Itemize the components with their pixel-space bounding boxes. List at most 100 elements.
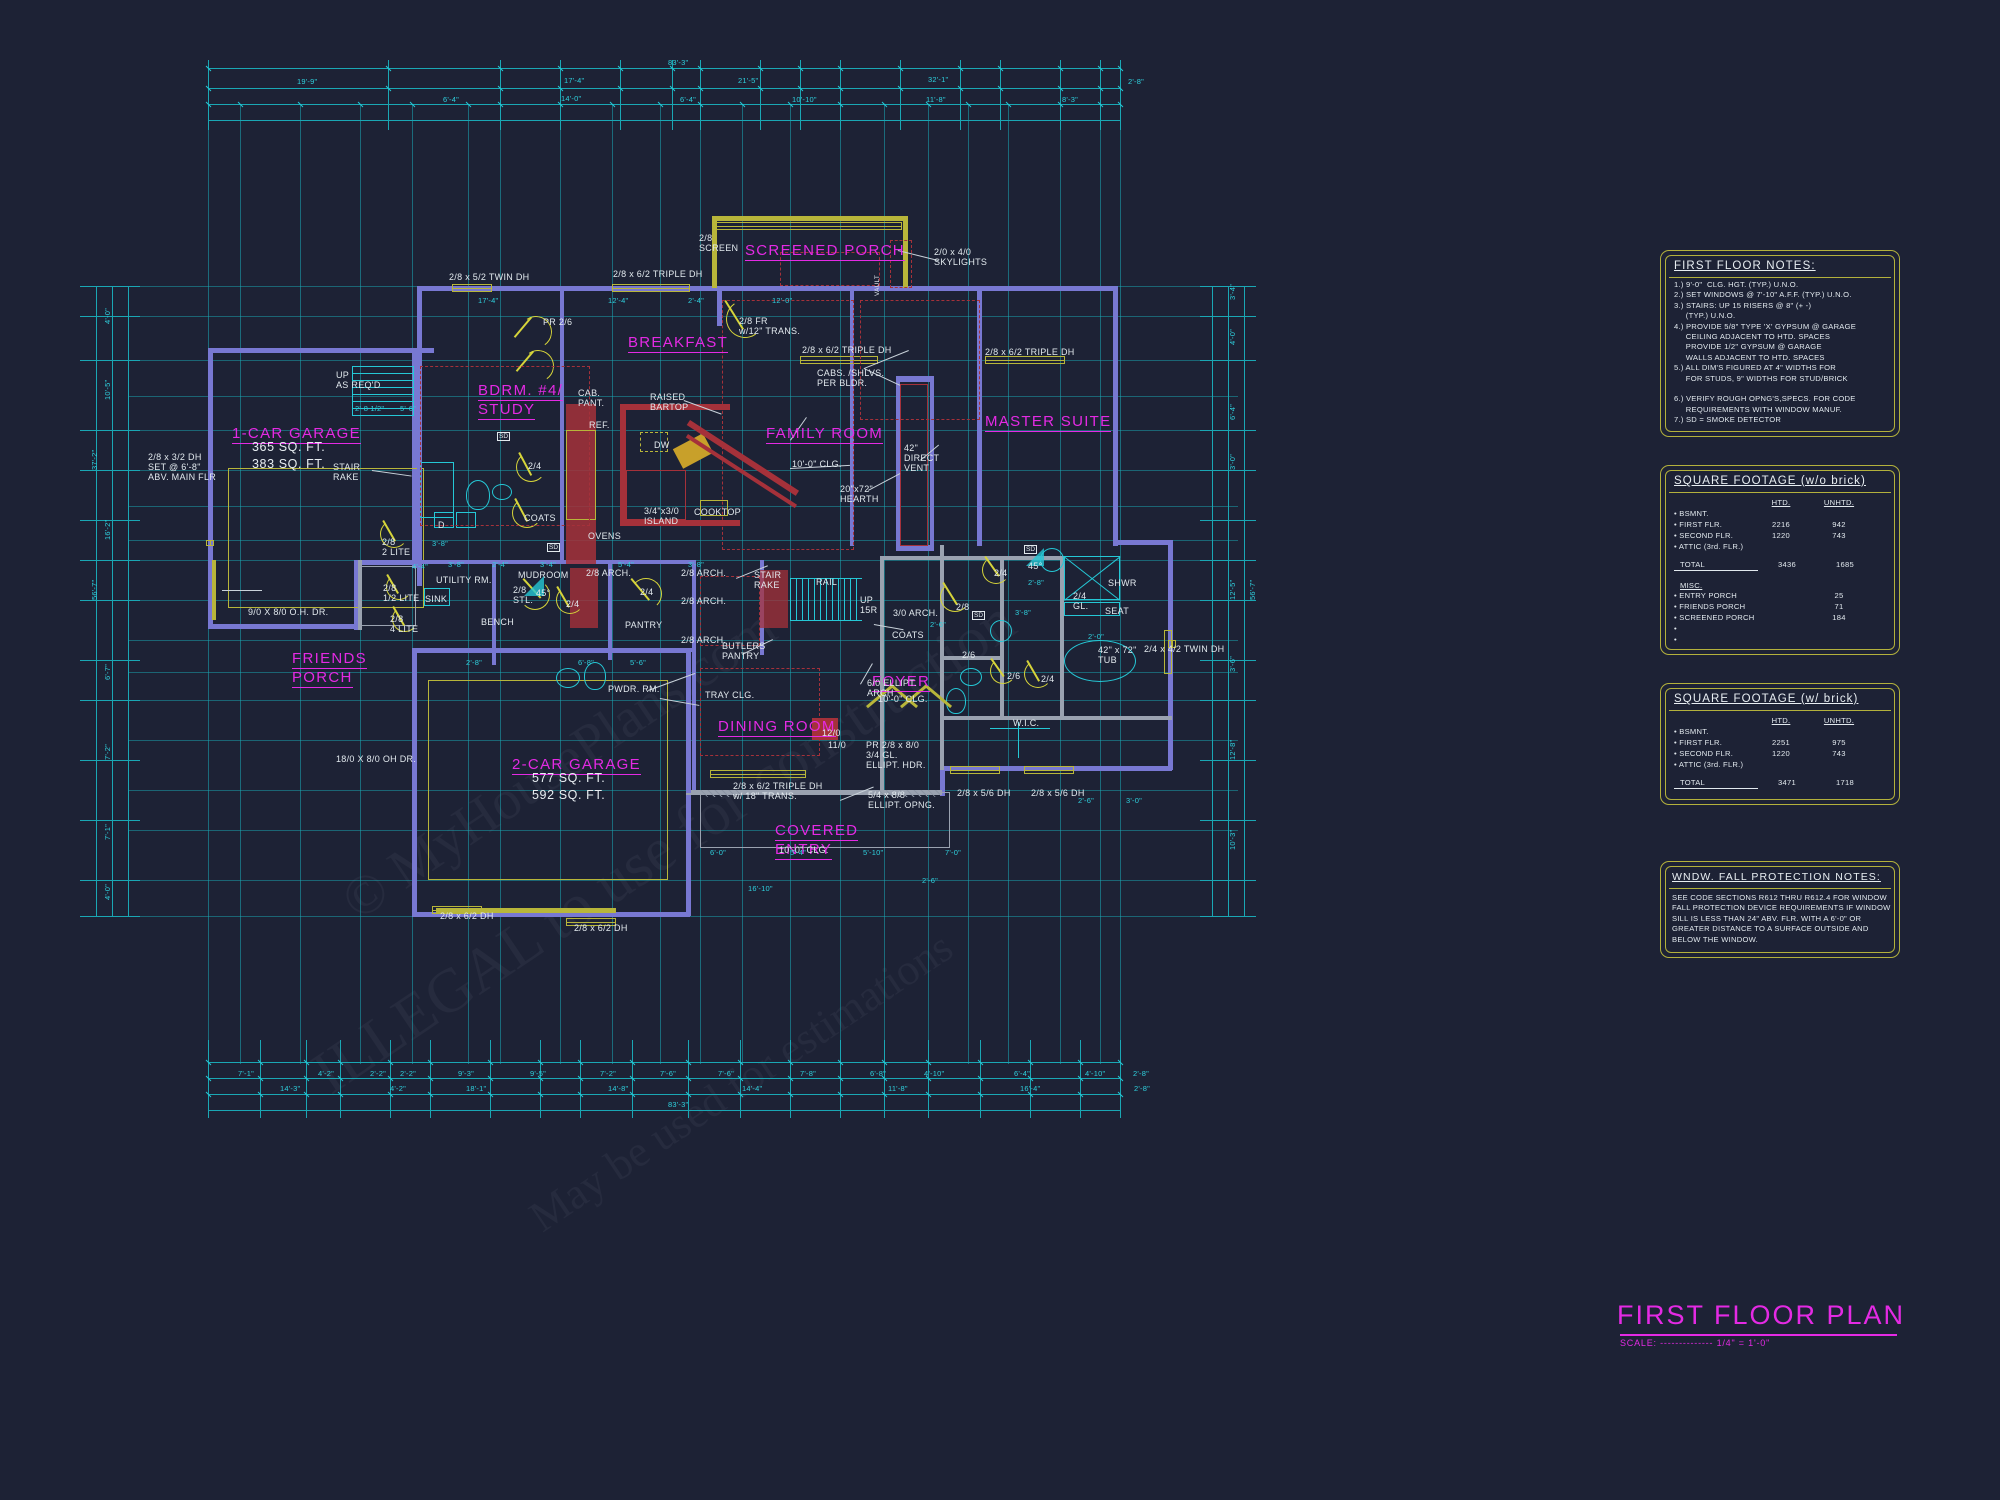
refrigerator: [566, 430, 596, 520]
stair-tread: [850, 578, 851, 620]
window-mullion: [710, 774, 806, 775]
dim-label-top: 6'-4": [443, 95, 459, 104]
window-mullion: [1024, 770, 1074, 771]
annotation-0: 2/8 ARCH.: [681, 596, 727, 606]
corner-45-a: [524, 576, 544, 596]
ext-line-v: [760, 60, 761, 130]
annotation-1: 4 LITE: [390, 624, 419, 634]
annotation-0: D: [438, 520, 445, 530]
ext-line-long: [468, 104, 469, 1064]
ext-line-v: [900, 60, 901, 130]
wall-hall-h: [944, 656, 1004, 660]
note-line: CEILING ADJACENT TO HTD. SPACES: [1674, 332, 1831, 342]
sf-total-label: TOTAL: [1674, 777, 1758, 789]
ext-line-long: [128, 316, 1238, 317]
note-line: GREATER DISTANCE TO A SURFACE OUTSIDE AN…: [1672, 924, 1869, 934]
annotation-0: PR 2/6: [543, 317, 573, 327]
butler-dash: [700, 576, 760, 646]
ext-line-v: [840, 60, 841, 130]
ext-line-v: [620, 60, 621, 130]
dim-label-interior: 6'-0": [710, 848, 726, 857]
door-hall-b: [982, 556, 1010, 584]
annotation-1: SCREEN: [699, 243, 739, 253]
ext-line-long: [128, 640, 1238, 641]
door-coats: [512, 498, 542, 528]
first-floor-notes-box: FIRST FLOOR NOTES: 1.) 9'-0" CLG. HGT. (…: [1660, 250, 1900, 437]
wall-bath-top: [880, 556, 1060, 560]
ext-line-h: [80, 430, 140, 431]
annotation-0: 2/8 ARCH.: [586, 568, 632, 578]
dim-label-left: 10'-5": [103, 379, 112, 400]
annotation-0: 5/4 x 8/8: [868, 790, 906, 800]
dim-label-bottom: 14'-3": [280, 1084, 301, 1093]
wall-mid-left-lower: [686, 648, 691, 793]
annotation-1: AS REQ'D: [336, 380, 381, 390]
counter-b: [620, 404, 626, 524]
wall-garage-top: [208, 348, 434, 353]
dim-label-right: 3'-4": [1228, 284, 1237, 300]
annotation-0: PWDR. RM.: [608, 684, 660, 694]
dim-chain-h: [208, 1062, 1120, 1063]
wall-mbath-v2: [1060, 556, 1064, 716]
annotation-0: 2/8: [390, 614, 404, 624]
scale-label: SCALE: -------------- 1/4" = 1'-0": [1620, 1338, 1771, 1348]
wall-foyer-right: [940, 545, 944, 770]
sf-cell: 975: [1832, 738, 1846, 747]
note-line: REQUIREMENTS WITH WINDOW MANUF.: [1674, 404, 1843, 414]
annotation-0: 2/8 x 6/2 DH: [574, 923, 628, 933]
sf-row: • BSMNT.: [1674, 726, 1891, 737]
wall-fireplace-l: [896, 380, 900, 550]
sf-row: • ATTIC (3rd. FLR.): [1674, 541, 1891, 552]
annotation-1: SKYLIGHTS: [934, 257, 988, 267]
dim-label-interior: 3'-8": [448, 560, 464, 569]
sf-cell: [1752, 508, 1810, 519]
dim-label-bottom: 4'-2": [390, 1084, 406, 1093]
dim-label-right: 12'-8": [1228, 739, 1237, 760]
sf-cell: 1220: [1772, 749, 1790, 758]
dim-label-bottom: 7'-2": [600, 1069, 616, 1078]
door-bdrm4: [516, 452, 546, 482]
master-tub: [1064, 640, 1136, 682]
annotation-0: 45°: [1028, 561, 1043, 571]
dim-label-bottom: 6'-4": [1014, 1069, 1030, 1078]
annotation-0: 3/0 ARCH.: [893, 608, 939, 618]
dim-label-interior: 3'-0": [1126, 796, 1142, 805]
dim-label-left: 6'-7": [103, 664, 112, 680]
family-dash-2: [860, 300, 980, 420]
dim-chain-h: [208, 1078, 1120, 1079]
annotation-0: 2/8: [956, 602, 970, 612]
ext-line-long: [660, 104, 661, 1064]
annotation-1: PER BLDR.: [817, 378, 868, 388]
note-line: 4.) PROVIDE 5/8" TYPE 'X' GYPSUM @ GARAG…: [1674, 321, 1857, 331]
dim-label-bottom: 2'-8": [1134, 1084, 1150, 1093]
front-door-hatch: [812, 718, 838, 740]
smoke-detector-marker: SD: [972, 611, 986, 620]
sf-cell: [1810, 541, 1868, 552]
sf-header-row: HTD.UNHTD.: [1674, 497, 1891, 508]
ext-line-h: [1200, 520, 1256, 521]
dim-chain-h: [208, 120, 1120, 121]
wndw-fall-title: WNDW. FALL PROTECTION NOTES:: [1672, 871, 1881, 883]
sf-w-brick-title: SQUARE FOOTAGE (w/ brick): [1674, 693, 1859, 705]
dim-label-bottom: 83'-3": [668, 1100, 689, 1109]
wall-master-top: [977, 286, 1117, 291]
note-line: FALL PROTECTION DEVICE REQUIREMENTS IF W…: [1672, 903, 1891, 913]
sf-row: • ATTIC (3rd. FLR.): [1674, 759, 1891, 770]
annotation-1: PANT.: [578, 398, 605, 408]
annotation-1: SET @ 6'-8": [148, 462, 201, 472]
ext-line-long: [560, 104, 561, 1064]
annotation-0: 45°: [536, 588, 551, 598]
annotation-0: 2/8 x 6/2 TRIPLE DH: [802, 345, 892, 355]
ext-line-h: [80, 660, 140, 661]
spacer: [1674, 770, 1891, 777]
stair-tread: [796, 578, 797, 620]
annotation-0: 2/8: [513, 585, 527, 595]
sf-cell: 2251: [1772, 738, 1790, 747]
annotation-0: CABS. /SHLVS.: [817, 368, 885, 378]
dim-chain-h: [208, 1110, 1120, 1111]
note-line: BELOW THE WINDOW.: [1672, 934, 1758, 944]
